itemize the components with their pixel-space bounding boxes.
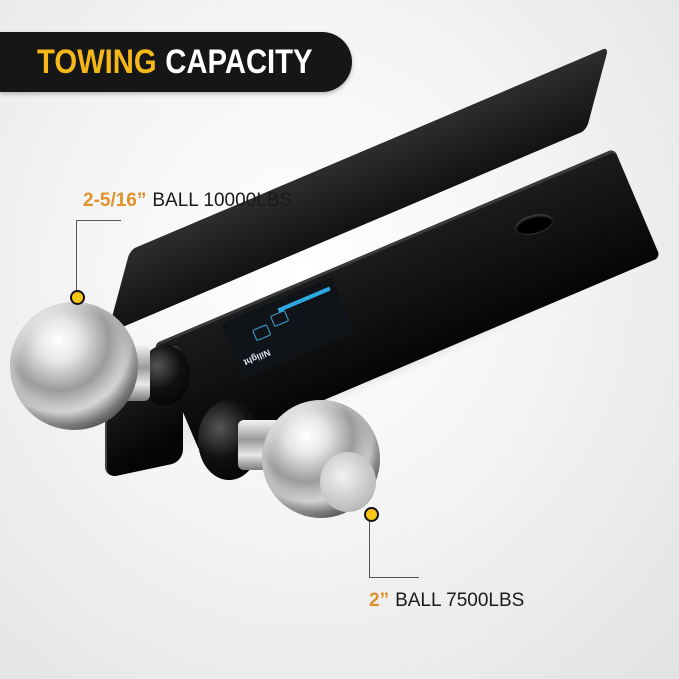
title-word-capacity: CAPACITY bbox=[165, 43, 313, 81]
title-banner: TOWING CAPACITY bbox=[0, 32, 352, 92]
callout-dot-small-ball bbox=[364, 507, 379, 522]
callout-large-ball-rating: BALL 10000LBS bbox=[152, 190, 293, 211]
hex-badge-icon bbox=[269, 309, 290, 328]
title-text: TOWING CAPACITY bbox=[37, 45, 313, 79]
leader-line-large-ball bbox=[76, 220, 77, 298]
callout-small-ball-rating: BALL 7500LBS bbox=[395, 590, 525, 611]
label-brand: Nilight bbox=[242, 347, 272, 368]
leader-line-small-ball-bottom bbox=[369, 577, 419, 578]
callout-large-ball-size: 2-5/16” bbox=[83, 190, 147, 211]
callout-small-ball-size: 2” bbox=[369, 590, 390, 611]
callout-large-ball: 2-5/16”BALL 10000LBS bbox=[83, 190, 292, 212]
small-ball-cap bbox=[320, 452, 376, 512]
callout-small-ball: 2”BALL 7500LBS bbox=[369, 590, 524, 612]
hex-badge-icon bbox=[252, 323, 272, 342]
leader-line-large-ball-top bbox=[76, 220, 121, 221]
title-word-towing: TOWING bbox=[37, 43, 157, 81]
large-hitch-ball bbox=[10, 302, 138, 430]
callout-dot-large-ball bbox=[70, 290, 85, 305]
leader-line-small-ball bbox=[369, 514, 370, 577]
